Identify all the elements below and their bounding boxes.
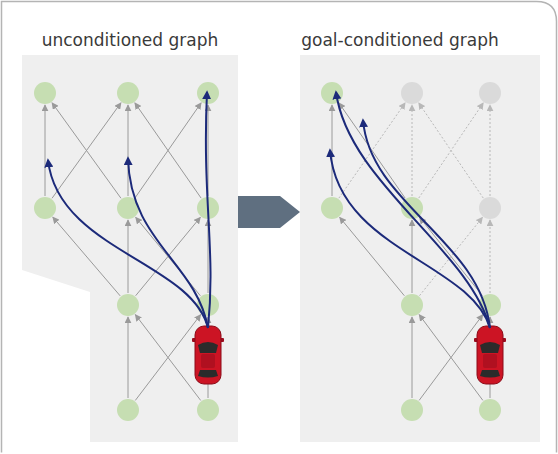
panel-background (22, 22, 238, 442)
graph-panel: unconditioned graph (22, 22, 238, 442)
panel-background (300, 22, 540, 442)
panel-heading: unconditioned graph (22, 30, 238, 50)
graph-panel: goal-conditioned graph (300, 22, 540, 442)
panel-fill (22, 55, 238, 442)
block-arrow (238, 196, 300, 228)
panel-fill (300, 55, 540, 442)
panel-heading: goal-conditioned graph (280, 30, 520, 50)
